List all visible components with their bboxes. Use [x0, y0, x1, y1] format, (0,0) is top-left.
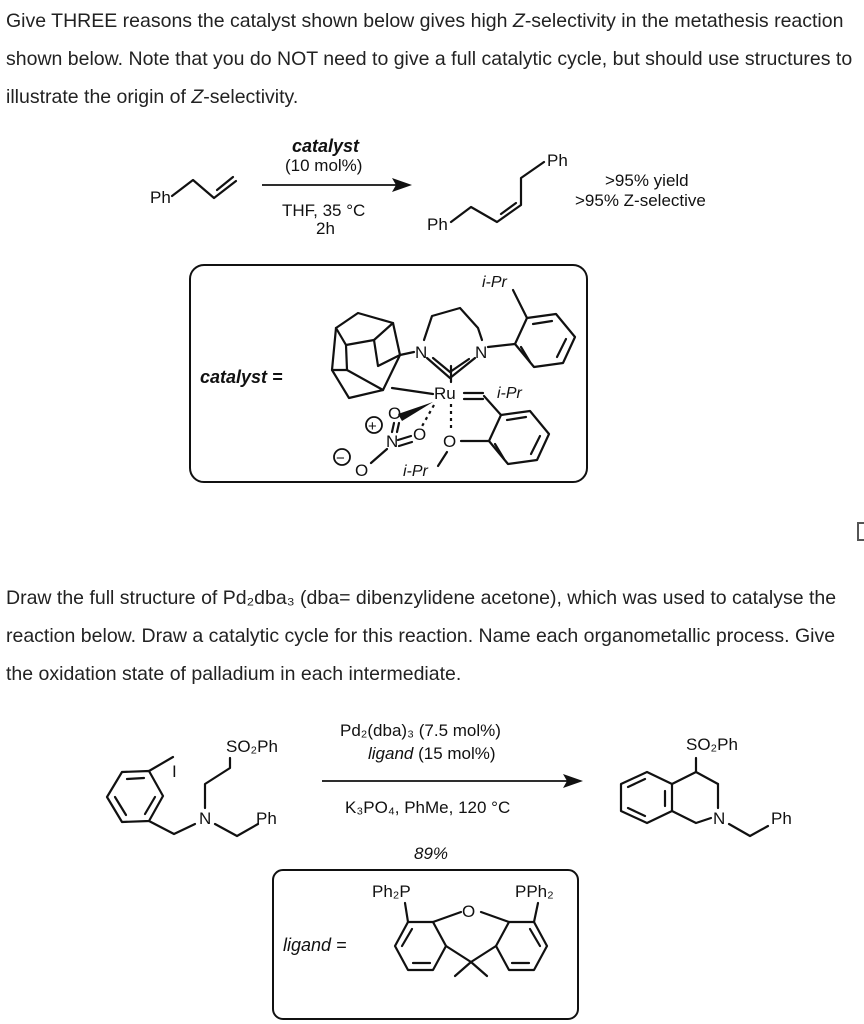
svg-text:+: +	[368, 418, 377, 435]
nitrate-plus-charge	[365, 416, 383, 434]
allyl-chain	[170, 178, 238, 200]
metathesis-scheme: Ph catalyst (10 mol%) THF, 35 °C 2h Ph P…	[150, 136, 706, 483]
nitrate-o-right: O	[413, 425, 426, 444]
nhc-n-left: N	[415, 343, 427, 362]
ether-o: O	[443, 432, 456, 451]
reaction-arrowhead-2	[563, 774, 583, 788]
reagent-catalyst: catalyst	[292, 136, 360, 156]
prod-ph: Ph	[771, 809, 792, 828]
ru-alkylidene-double-bond	[462, 391, 485, 401]
conditions-2: K₃PO₄, PhMe, 120 °C	[345, 798, 510, 817]
catalyst-label: catalyst =	[200, 367, 283, 387]
product-chain	[449, 160, 546, 224]
nhc-n-right: N	[475, 343, 487, 362]
svg-text:−: −	[336, 450, 345, 467]
nitrate-minus-charge	[333, 448, 351, 466]
question-2-text: Draw the full structure of Pd₂dba₃ (dba=…	[6, 587, 837, 685]
product-z-double-bond	[499, 201, 518, 216]
adamantyl-group	[330, 311, 402, 400]
ipr-bottom: i-Pr	[403, 463, 429, 480]
reagent-pd2dba3: Pd₂(dba)₃ (7.5 mol%)	[340, 721, 501, 740]
sm-iodo: I	[172, 762, 177, 781]
prod-so2ph: SO₂Ph	[686, 735, 738, 754]
catalyst-box	[189, 264, 588, 483]
pd-cyclisation-scheme: I N SO₂Ph Ph Pd₂(dba)₃ (7.5 mol%) ligand…	[105, 721, 792, 1020]
ipr-middle: i-Pr	[497, 385, 523, 402]
nhc-ligand: N N	[398, 306, 517, 380]
ligand-label: ligand =	[283, 935, 347, 955]
benzylidene-ring: O i-Pr	[403, 394, 551, 480]
yield-text: >95% yield	[605, 171, 689, 190]
edge-bracket-fragment	[857, 522, 864, 541]
reagent-ligand-loading: ligand (15 mol%)	[368, 744, 496, 763]
n-aryl-ring: i-Pr	[482, 274, 577, 369]
ru-atom: Ru	[434, 384, 456, 403]
sm-so2ph: SO₂Ph	[226, 737, 278, 756]
terminal-double-bond	[215, 175, 235, 192]
start-ph-label: Ph	[150, 188, 171, 207]
nitrate-ligand: O O + N O −	[333, 402, 435, 480]
question-1-text: Give THREE reasons the catalyst shown be…	[6, 10, 853, 108]
ipr-top: i-Pr	[482, 274, 508, 291]
pph2-label: PPh₂	[515, 882, 554, 901]
nitrate-o-minus: O	[355, 461, 368, 480]
ru-adamantyl-bond	[390, 386, 435, 396]
reagent-loading: (10 mol%)	[285, 156, 362, 175]
xantphos-ligand: Ph₂P PPh₂ O	[372, 882, 554, 978]
conditions-time: 2h	[316, 219, 335, 238]
sm-n: N	[199, 809, 211, 828]
conditions-solvent-temp: THF, 35 °C	[282, 201, 365, 220]
yield-2: 89%	[414, 844, 448, 863]
sm-ph: Ph	[256, 809, 277, 828]
product-ph-top: Ph	[547, 151, 568, 170]
ligand-box	[272, 869, 579, 1020]
nitrate-n: N	[386, 432, 398, 451]
prod-n: N	[713, 809, 725, 828]
reaction-arrowhead	[392, 178, 412, 192]
xanthene-o: O	[462, 902, 475, 921]
starting-material: I N SO₂Ph Ph	[105, 737, 278, 838]
product-2: SO₂Ph N Ph	[619, 735, 792, 838]
product-ph-bottom: Ph	[427, 215, 448, 234]
nitrate-o-top: O	[388, 404, 401, 423]
ph2p-label: Ph₂P	[372, 882, 411, 901]
selectivity-text: >95% Z-selective	[575, 191, 706, 210]
